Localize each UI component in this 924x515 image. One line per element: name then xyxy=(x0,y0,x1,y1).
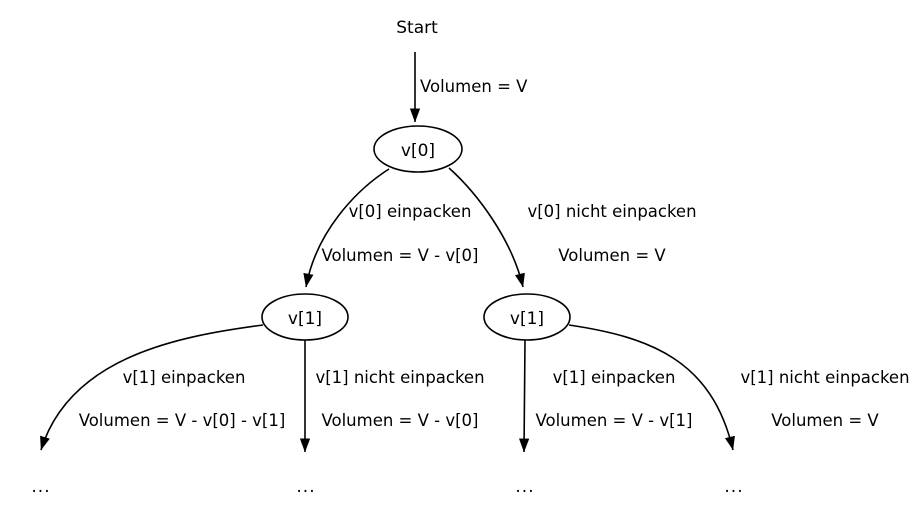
edge-label-v0-skip-volume: Volumen = V xyxy=(558,246,666,265)
edge-label-v1r-skip-action: v[1] nicht einpacken xyxy=(740,368,909,387)
leaf-ellipsis-1: ... xyxy=(31,477,50,497)
node-v0[interactable] xyxy=(373,125,463,173)
edge-label-v1r-pack-action: v[1] einpacken xyxy=(553,368,676,387)
node-v1-left-label: v[1] xyxy=(288,309,322,329)
edge-label-v1r-skip-volume: Volumen = V xyxy=(771,411,879,430)
node-v1-right[interactable] xyxy=(483,293,571,341)
leaf-ellipsis-4: ... xyxy=(724,477,743,497)
edge-label-v1l-pack-volume: Volumen = V - v[0] - v[1] xyxy=(79,411,286,430)
leaf-ellipsis-2: ... xyxy=(296,477,315,497)
node-v1-right-label: v[1] xyxy=(510,309,544,329)
edge-label-v0-pack-action: v[0] einpacken xyxy=(349,202,472,221)
node-v0-label: v[0] xyxy=(401,141,435,161)
edge-v0-to-v1-right xyxy=(448,167,525,288)
edge-label-start-volume: Volumen = V xyxy=(420,77,528,96)
edge-label-v0-skip-action: v[0] nicht einpacken xyxy=(527,202,696,221)
edge-label-v1l-skip-action: v[1] nicht einpacken xyxy=(315,368,484,387)
edge-label-v1l-skip-volume: Volumen = V - v[0] xyxy=(321,411,478,430)
edge-label-v1l-pack-action: v[1] einpacken xyxy=(123,368,246,387)
edge-label-v1r-pack-volume: Volumen = V - v[1] xyxy=(535,411,692,430)
edge-v0-to-v1-left xyxy=(303,168,390,288)
edge-v1-right-to-leaf-3 xyxy=(519,339,530,453)
edge-label-v0-pack-volume: Volumen = V - v[0] xyxy=(321,246,478,265)
node-v1-left[interactable] xyxy=(261,293,349,341)
edge-v1-right-to-leaf-4 xyxy=(568,324,735,451)
start-label: Start xyxy=(396,18,438,38)
leaf-ellipsis-3: ... xyxy=(515,477,534,497)
edge-v1-left-to-leaf-1 xyxy=(40,324,264,451)
